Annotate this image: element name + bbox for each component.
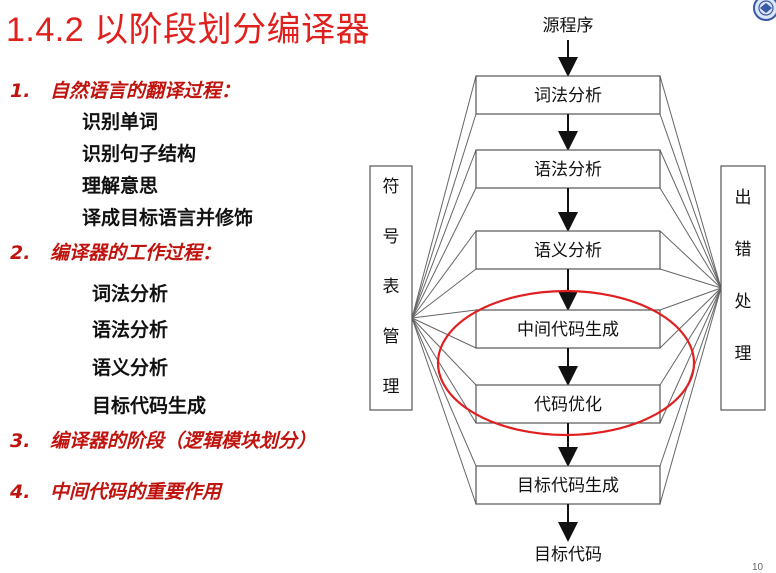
symbol-table-link-line — [411, 317, 477, 424]
error-link-line — [659, 287, 722, 311]
error-handling-char: 理 — [735, 344, 752, 364]
stage-box — [475, 309, 661, 349]
outline-text: 识别句子结构 — [82, 143, 197, 165]
symbol-table-box — [369, 165, 413, 411]
outline-text: 语法分析 — [92, 319, 169, 341]
stage-label: 语义分析 — [534, 241, 602, 261]
symbol-table-char: 号 — [383, 227, 400, 247]
outline-heading: 3. 编译器的阶段（逻辑模块划分） — [10, 426, 316, 453]
error-handling-char: 处 — [735, 292, 752, 312]
outline-number: 4. — [10, 481, 31, 503]
outline-text: 目标代码生成 — [92, 395, 207, 417]
outline-text: 词法分析 — [92, 283, 169, 305]
outline-subitem: 词法分析 — [92, 279, 168, 306]
stage-label: 中间代码生成 — [517, 320, 619, 340]
outline-text: 中间代码的重要作用 — [50, 481, 222, 503]
stage-label: 代码优化 — [534, 395, 602, 415]
symbol-table-link-line — [411, 317, 477, 349]
error-link-line — [659, 75, 722, 289]
symbol-table-link-line — [411, 187, 477, 319]
error-link-line — [659, 287, 722, 424]
symbol-table-char: 管 — [383, 327, 400, 347]
outline-subitem: 译成目标语言并修饰 — [82, 203, 253, 230]
outline-number: 2. — [10, 242, 31, 264]
university-logo-icon — [753, 0, 776, 21]
symbol-table-char: 符 — [383, 177, 400, 197]
symbol-table-link-line — [411, 268, 477, 319]
outline-subitem: 目标代码生成 — [92, 391, 206, 418]
outline-subitem: 语义分析 — [92, 353, 168, 380]
outline-text: 编译器的阶段（逻辑模块划分） — [50, 430, 317, 452]
outline-heading: 1. 自然语言的翻译过程： — [10, 76, 240, 103]
outline-text: 识别单词 — [82, 111, 159, 133]
error-link-line — [659, 287, 722, 505]
symbol-table-link-line — [411, 149, 477, 319]
symbol-table-link-line — [411, 317, 477, 386]
outline-subitem: 识别句子结构 — [82, 139, 196, 166]
symbol-table-link-line — [411, 309, 477, 319]
outline-subitem: 理解意思 — [82, 171, 158, 198]
error-link-line — [659, 230, 722, 289]
stage-box — [475, 384, 661, 424]
outline-text: 自然语言的翻译过程： — [50, 80, 241, 102]
outline-text: 译成目标语言并修饰 — [82, 207, 254, 229]
symbol-table-link-line — [411, 317, 477, 505]
stage-box — [475, 230, 661, 270]
symbol-table-char: 理 — [383, 377, 400, 397]
outline-heading: 4. 中间代码的重要作用 — [10, 477, 221, 504]
outline-subitem: 语法分析 — [92, 315, 168, 342]
error-link-line — [659, 287, 722, 386]
error-link-line — [659, 187, 722, 289]
error-handling-char: 错 — [735, 240, 752, 260]
error-link-line — [659, 287, 722, 349]
stage-label: 词法分析 — [534, 86, 602, 106]
outline-number: 3. — [10, 430, 31, 452]
error-link-line — [659, 268, 722, 289]
highlight-ellipse — [436, 289, 696, 437]
page-number: 10 — [752, 562, 764, 573]
outline-text: 编译器的工作过程： — [50, 242, 222, 264]
error-handling-box — [720, 165, 766, 411]
error-link-line — [659, 113, 722, 289]
symbol-table-link-line — [411, 317, 477, 467]
symbol-table-link-line — [411, 113, 477, 319]
target-code-label: 目标代码 — [534, 545, 602, 565]
error-link-line — [659, 149, 722, 289]
stage-box — [475, 149, 661, 189]
outline-text: 理解意思 — [82, 175, 159, 197]
outline-number: 1. — [10, 80, 31, 102]
stage-label: 目标代码生成 — [517, 476, 619, 496]
stage-label: 语法分析 — [534, 160, 602, 180]
symbol-table-link-line — [411, 75, 477, 319]
stage-box — [475, 75, 661, 115]
error-handling-char: 出 — [735, 188, 752, 208]
symbol-table-link-line — [411, 230, 477, 319]
outline-heading: 2. 编译器的工作过程： — [10, 238, 221, 265]
source-program-label: 源程序 — [543, 16, 594, 36]
symbol-table-char: 表 — [383, 277, 400, 297]
outline-subitem: 识别单词 — [82, 107, 158, 134]
stage-box — [475, 465, 661, 505]
outline-text: 语义分析 — [92, 357, 169, 379]
slide-title: 1.4.2 以阶段划分编译器 — [6, 11, 371, 49]
